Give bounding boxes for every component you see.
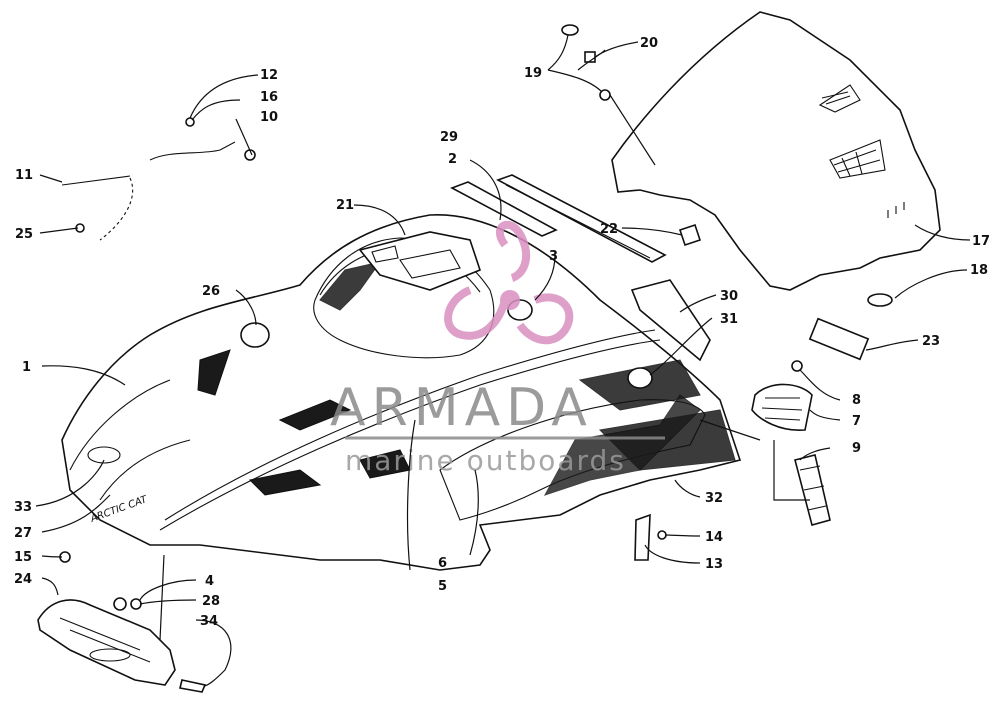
callout-29: 29 [440, 130, 458, 145]
callout-21: 21 [336, 198, 354, 213]
callout-23: 23 [922, 334, 940, 349]
callout-28: 28 [202, 594, 220, 609]
callout-20: 20 [640, 36, 658, 51]
hood-cable [61, 117, 256, 241]
callout-10: 10 [260, 110, 278, 125]
callout-9: 9 [852, 441, 861, 456]
callout-5: 5 [438, 579, 447, 594]
callout-32: 32 [705, 491, 723, 506]
callouts: 1 2 3 4 5 6 7 8 9 10 11 12 13 14 15 16 1… [14, 36, 990, 629]
mud-flap [794, 454, 831, 526]
watermark-tagline: marine outboards [345, 444, 626, 477]
callout-11: 11 [15, 168, 33, 183]
callout-30: 30 [720, 289, 738, 304]
front-bumper [37, 599, 176, 686]
watermark-brand: ARMADA [330, 378, 593, 438]
callout-1: 1 [22, 360, 31, 375]
callout-27: 27 [14, 526, 32, 541]
decal-strip [450, 174, 667, 263]
callout-14: 14 [705, 530, 723, 545]
callout-33: 33 [14, 500, 32, 515]
callout-3: 3 [549, 249, 558, 264]
callout-8: 8 [852, 393, 861, 408]
callout-12: 12 [260, 68, 278, 83]
hood: ARCTIC CAT [61, 214, 742, 571]
windshield [611, 11, 941, 291]
side-vent [751, 383, 813, 431]
reflector-23 [808, 317, 870, 361]
callout-26: 26 [202, 284, 220, 299]
callout-24: 24 [14, 572, 32, 587]
callout-25: 25 [15, 227, 33, 242]
callout-6: 6 [438, 556, 447, 571]
callout-34: 34 [200, 614, 218, 629]
pad-30 [630, 279, 711, 362]
hardware [59, 24, 893, 693]
callout-2: 2 [448, 152, 457, 167]
leader-line [609, 94, 656, 166]
callout-15: 15 [14, 550, 32, 565]
callout-13: 13 [705, 557, 723, 572]
propeller-logo-icon [444, 220, 574, 345]
callout-22: 22 [600, 222, 618, 237]
callout-17: 17 [972, 234, 990, 249]
callout-31: 31 [720, 312, 738, 327]
callout-7: 7 [852, 414, 861, 429]
callout-19: 19 [524, 66, 542, 81]
watermark: ARMADA marine outboards [330, 220, 665, 477]
leader-lines [35, 34, 971, 687]
callout-4: 4 [205, 574, 214, 589]
callout-16: 16 [260, 90, 278, 105]
callout-18: 18 [970, 263, 988, 278]
